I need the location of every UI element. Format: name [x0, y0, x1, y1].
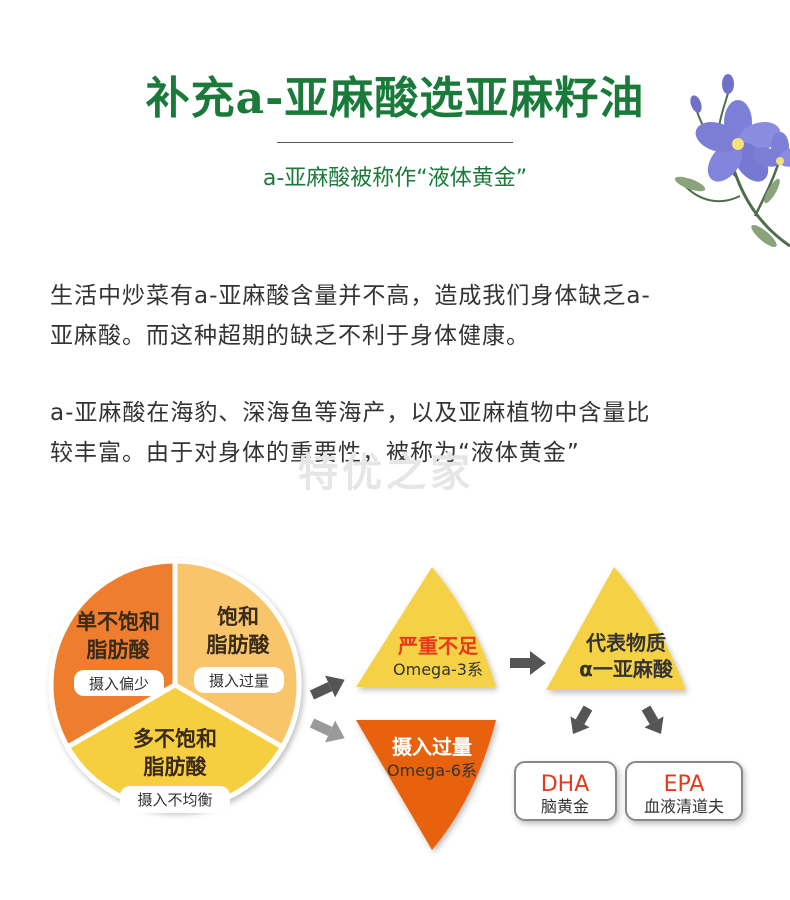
segment1-tag: 摄入偏少: [89, 675, 149, 693]
omega6-line2: Omega-6系: [387, 761, 477, 780]
page-title: 补充a-亚麻酸选亚麻籽油: [145, 73, 645, 124]
segment3-tag-box: [120, 786, 230, 813]
ala-line1: 代表物质: [585, 631, 666, 655]
paragraph-2-line-1: a-亚麻酸在海豹、深海鱼等海产，以及亚麻植物中含量比: [50, 400, 651, 426]
segment3-tag: 摄入不均衡: [137, 791, 212, 809]
paragraph-2-line-2: 较丰富。由于对身体的重要性，被称为“液体黄金”: [50, 440, 580, 466]
title-divider: [277, 142, 513, 143]
segment2-tag-box: [194, 667, 284, 693]
omega6-line1: 摄入过量: [392, 735, 472, 759]
segment3-line2: 脂肪酸: [144, 755, 208, 779]
epa-desc: 血液清道夫: [644, 797, 724, 816]
segment1-tag-box: [74, 670, 164, 696]
arrow-to-dha-icon: [570, 705, 593, 734]
segment2-line1: 饱和: [217, 605, 259, 629]
omega3-line1: 严重不足: [397, 634, 479, 658]
epa-name: EPA: [664, 772, 705, 797]
watermark: 特优之家: [298, 450, 474, 496]
epa-box: [625, 761, 743, 821]
flax-flower-illustration: [674, 74, 790, 248]
arrow-to-ala-icon: [510, 651, 546, 675]
segment2-tag: 摄入过量: [209, 672, 269, 690]
dha-box: [514, 761, 617, 821]
fatty-acid-diagram: 单不饱和 脂肪酸 摄入偏少 饱和 脂肪酸 摄入过量 多不饱和 脂肪酸 摄入不均衡…: [48, 558, 743, 850]
ala-line2: α一亚麻酸: [579, 657, 674, 681]
arrow-to-omega3-icon: [309, 675, 345, 700]
ala-triangle: [546, 567, 686, 690]
arrow-to-omega6-icon: [309, 718, 345, 743]
dha-name: DHA: [541, 772, 590, 797]
arrow-to-epa-icon: [641, 705, 664, 734]
paragraph-1-line-2: 亚麻酸。而这种超期的缺乏不利于身体健康。: [50, 323, 530, 349]
paragraph-2: a-亚麻酸在海豹、深海鱼等海产，以及亚麻植物中含量比 较丰富。由于对身体的重要性…: [50, 393, 750, 473]
page-subtitle: a-亚麻酸被称作“液体黄金”: [262, 166, 528, 191]
paragraph-1-line-1: 生活中炒菜有a-亚麻酸含量并不高，造成我们身体缺乏a-: [50, 283, 651, 309]
omega3-triangle: [356, 567, 496, 687]
omega3-line2: Omega-3系: [393, 660, 483, 679]
dha-desc: 脑黄金: [541, 797, 589, 816]
paragraph-1: 生活中炒菜有a-亚麻酸含量并不高，造成我们身体缺乏a- 亚麻酸。而这种超期的缺乏…: [50, 276, 750, 356]
segment2-line2: 脂肪酸: [207, 633, 271, 657]
segment3-line1: 多不饱和: [133, 727, 217, 751]
segment1-line2: 脂肪酸: [87, 638, 151, 662]
omega6-triangle: [356, 720, 496, 850]
segment1-line1: 单不饱和: [76, 610, 160, 634]
